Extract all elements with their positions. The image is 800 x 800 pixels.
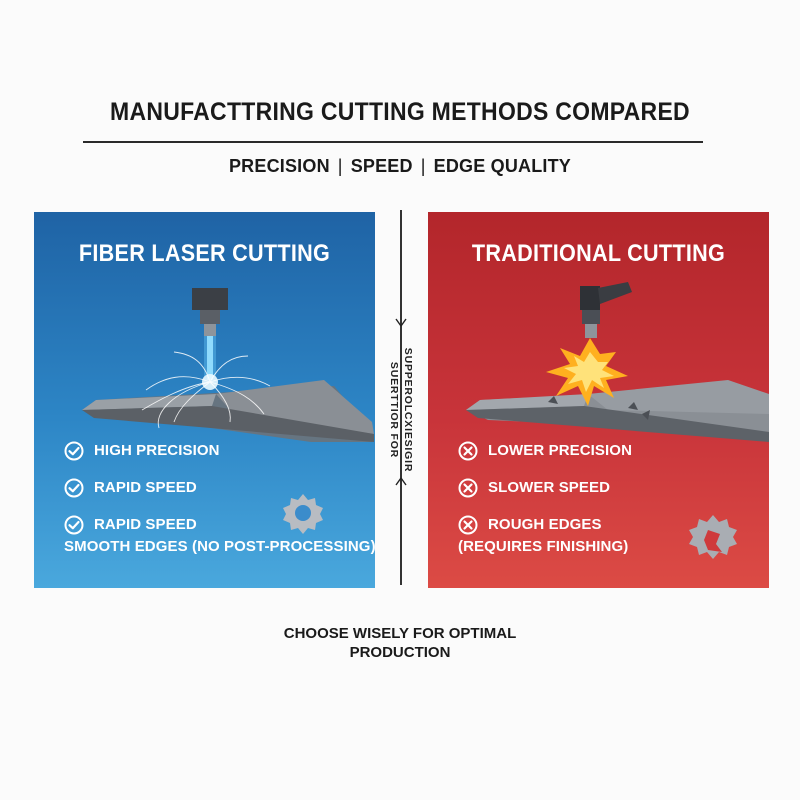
fiber-laser-title: FIBER LASER CUTTING — [78, 240, 331, 267]
arrow-down-icon — [395, 318, 407, 327]
feature-label: RAPID SPEED — [94, 479, 197, 496]
feature-item: LOWER PRECISION — [458, 440, 769, 462]
feature-label: ROUGH EDGES — [488, 516, 602, 533]
feature-label: LOWER PRECISION — [488, 442, 633, 459]
check-circle-icon — [64, 515, 84, 535]
feature-item: ROUGH EDGES (REQUIRES FINISHING) — [458, 514, 769, 558]
traditional-features: LOWER PRECISION SLOWER SPEED ROUGH EDGES… — [458, 440, 769, 573]
divider-text-line1: SUPPEROLCXIESIGIR — [402, 347, 414, 473]
center-divider — [400, 210, 402, 585]
arrow-up-icon — [395, 477, 407, 486]
subtitle: PRECISION | SPEED | EDGE QUALITY — [0, 156, 800, 177]
feature-item: SLOWER SPEED — [458, 477, 769, 499]
subtitle-separator: | — [420, 156, 426, 176]
feature-item: RAPID SPEED SMOOTH EDGES (NO POST-PROCES… — [64, 514, 375, 558]
feature-label: HIGH PRECISION — [94, 442, 220, 459]
subtitle-separator: | — [337, 156, 343, 176]
footer-tagline: CHOOSE WISELY FOR OPTIMAL PRODUCTION — [0, 624, 800, 662]
feature-item: RAPID SPEED — [64, 477, 375, 499]
traditional-panel: TRADITIONAL CUTTING LOWER PRECISION SLOW… — [428, 212, 769, 588]
x-circle-icon — [458, 441, 478, 461]
fiber-laser-features: HIGH PRECISION RAPID SPEED RAPID SPEED S… — [64, 440, 375, 573]
x-circle-icon — [458, 478, 478, 498]
broken-gear-icon — [689, 515, 737, 559]
subtitle-edge-quality: EDGE QUALITY — [433, 156, 572, 176]
feature-sublabel: (REQUIRES FINISHING) — [458, 538, 629, 555]
feature-item: HIGH PRECISION — [64, 440, 375, 462]
title-divider — [83, 141, 703, 143]
feature-label: RAPID SPEED — [94, 516, 197, 533]
gear-icon — [283, 494, 323, 534]
feature-sublabel: SMOOTH EDGES (NO POST-PROCESSING) — [64, 538, 375, 555]
subtitle-speed: SPEED — [350, 156, 413, 176]
fiber-laser-panel: FIBER LASER CUTTING HIGH PRECI — [34, 212, 375, 588]
x-circle-icon — [458, 515, 478, 535]
traditional-cutting-illustration — [466, 282, 769, 442]
check-circle-icon — [64, 478, 84, 498]
divider-vertical-text: SUPPEROLCXIESIGIR SUERTTIOR FOR — [381, 345, 421, 475]
feature-label: SLOWER SPEED — [488, 479, 611, 496]
footer-line2: PRODUCTION — [349, 644, 451, 661]
page-title: MANUFACTTRING CUTTING METHODS COMPARED — [110, 98, 690, 126]
traditional-title: TRADITIONAL CUTTING — [471, 240, 726, 267]
footer-line1: CHOOSE WISELY FOR OPTIMAL — [283, 625, 517, 642]
subtitle-precision: PRECISION — [228, 156, 330, 176]
divider-text-line2: SUERTTIOR FOR — [388, 361, 400, 459]
laser-cutting-illustration — [82, 288, 374, 442]
check-circle-icon — [64, 441, 84, 461]
